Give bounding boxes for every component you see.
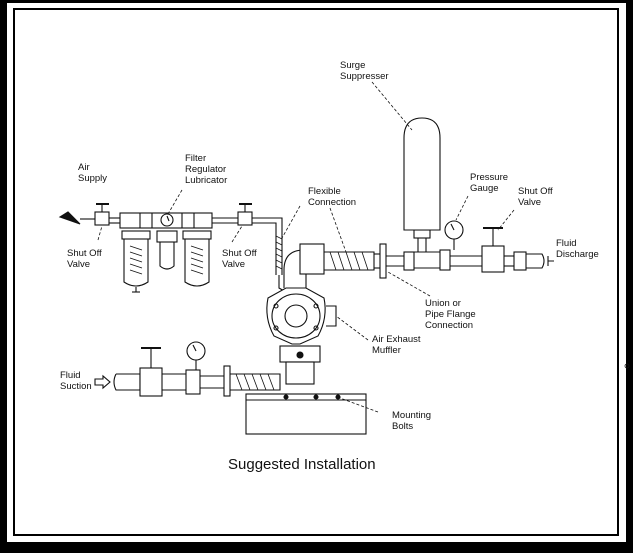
label-air-exhaust-muffler: Air Exhaust Muffler [372, 334, 421, 356]
surge-suppresser-tank [403, 117, 441, 231]
air-supply-arrow [58, 211, 81, 225]
leader-flexible [281, 205, 301, 239]
mid-valve-body [237, 211, 253, 226]
suction-flange [223, 365, 231, 397]
leader-shutoff-right [497, 209, 515, 231]
leader-surge [371, 81, 413, 131]
leader-union [387, 271, 431, 297]
label-shut-off-valve-right: Shut Off Valve [518, 186, 553, 208]
discharge-outlet-pipe [526, 253, 545, 269]
air-exhaust-muffler [326, 305, 337, 327]
label-mounting-bolts: Mounting Bolts [392, 410, 432, 432]
flexible-air-hose [275, 232, 283, 275]
label-union-flange: Union or Pipe Flange Connection [425, 298, 476, 331]
discharge-elbow [299, 243, 325, 275]
label-flexible-connection: Flexible Connection [308, 186, 357, 208]
leader-shutoff-mid [231, 225, 243, 243]
label-fluid-discharge: Fluid Discharge [556, 238, 599, 260]
label-filter-regulator-lubricator: Filter Regulator Lubricator [185, 153, 228, 186]
diagram-caption: Suggested Installation [228, 456, 376, 473]
union-flange [379, 243, 387, 279]
pump-diaphragm [284, 304, 308, 328]
label-fluid-suction: Fluid Suction [60, 370, 92, 392]
lubricator-bowl [184, 239, 210, 287]
filter-bowl [123, 239, 149, 287]
suction-valve-body [139, 367, 163, 397]
mounting-base [245, 393, 367, 435]
regulator-bowl [159, 242, 175, 270]
discharge-hose [324, 251, 375, 271]
frl-regulator-gauge [160, 213, 174, 227]
suction-hose [230, 373, 281, 391]
label-surge-suppresser: Surge Suppresser [340, 60, 389, 82]
label-air-supply: Air Supply [78, 162, 108, 184]
label-shut-off-valve-mid: Shut Off Valve [222, 248, 257, 270]
label-pressure-gauge: Pressure Gauge [470, 172, 509, 194]
right-valve-body [481, 245, 505, 273]
leader-bolts [339, 397, 379, 413]
left-valve-body [94, 211, 110, 226]
fluid-suction-arrow [94, 374, 111, 390]
suction-inlet-pipe [113, 373, 141, 391]
leader-pressure [455, 195, 469, 221]
leader-shutoff-left [97, 225, 103, 241]
leader-exhaust [335, 315, 369, 341]
label-shut-off-valve-left: Shut Off Valve [67, 248, 102, 270]
leader-flex-hose [329, 207, 347, 253]
discharge-arrow [547, 256, 554, 266]
